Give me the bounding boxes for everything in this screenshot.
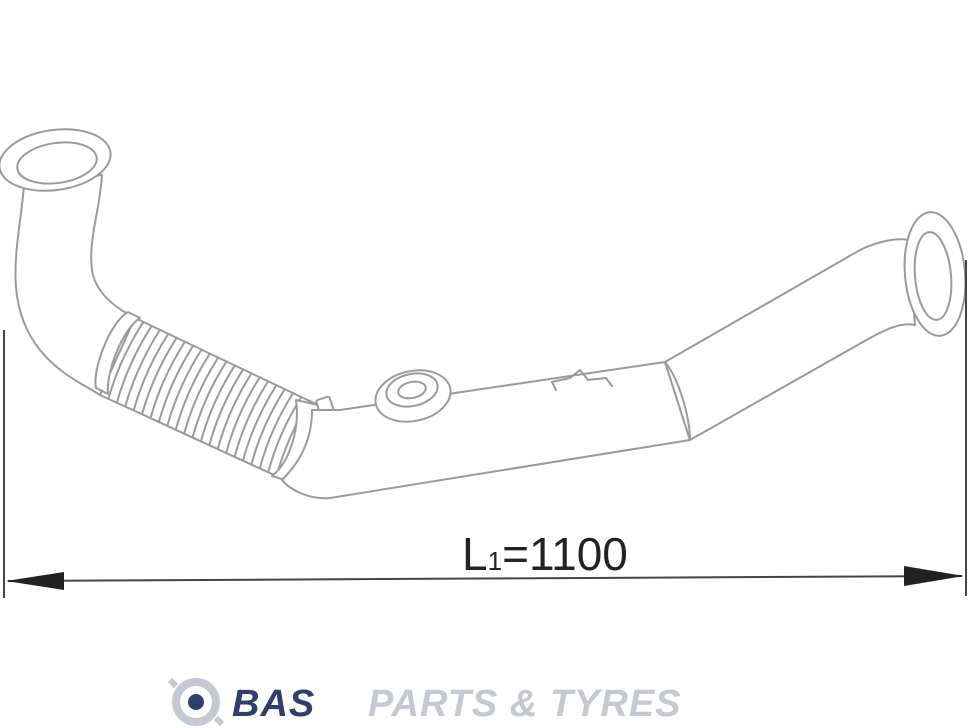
- pipe-straight-section: [281, 361, 691, 500]
- dimension-annotation: L1=1100: [3, 260, 967, 598]
- bellows-rib: [183, 356, 220, 435]
- bellows-rib: [124, 328, 161, 408]
- arrowhead-right-icon: [904, 566, 964, 586]
- bellows-rib: [107, 320, 145, 400]
- bellows-rib: [157, 344, 195, 424]
- bellows-rib: [258, 392, 295, 470]
- mounting-bracket: [551, 369, 613, 391]
- bellows-rib: [241, 384, 278, 462]
- bellows-rib: [191, 360, 228, 439]
- bellows-corrugations: [107, 320, 311, 478]
- bellows-rib: [132, 332, 170, 412]
- pipe-outlet-flange: [903, 211, 967, 337]
- bellows-rib: [141, 336, 178, 416]
- bellows-rib: [216, 372, 253, 451]
- pipe-joint-ring: [664, 361, 691, 441]
- bellows-rib: [199, 364, 236, 443]
- dimension-symbol: L: [462, 528, 488, 580]
- bellows-rib: [149, 340, 186, 420]
- dimension-subscript: 1: [488, 546, 502, 576]
- pipe-rising-section: [664, 238, 916, 441]
- exhaust-pipe: [0, 128, 967, 500]
- bellows-rib: [250, 388, 286, 466]
- sensor-boss: [374, 369, 452, 423]
- dimension-line: [7, 575, 963, 582]
- brand-mark-icon: [167, 677, 225, 727]
- bellows-collar-left: [94, 311, 141, 395]
- pipe-inlet-bore: [16, 141, 98, 185]
- dimension-equals: =: [502, 528, 529, 580]
- brand-logo: BAS PARTS & TYRES: [167, 677, 682, 727]
- pipe-bellows: [99, 317, 319, 481]
- bellows-rib: [225, 376, 261, 454]
- brand-name-primary: BAS: [232, 683, 315, 725]
- brand-name-secondary: PARTS & TYRES: [368, 683, 682, 725]
- bellows-rib: [208, 368, 245, 447]
- bellows-rib: [166, 348, 203, 427]
- bellows-rib: [174, 352, 211, 431]
- arrowhead-left-icon: [6, 572, 64, 590]
- bellows-rib: [233, 380, 270, 458]
- dimension-label: L1=1100: [462, 528, 628, 580]
- bellows-rib: [115, 324, 153, 404]
- dimension-value: 1100: [529, 528, 628, 580]
